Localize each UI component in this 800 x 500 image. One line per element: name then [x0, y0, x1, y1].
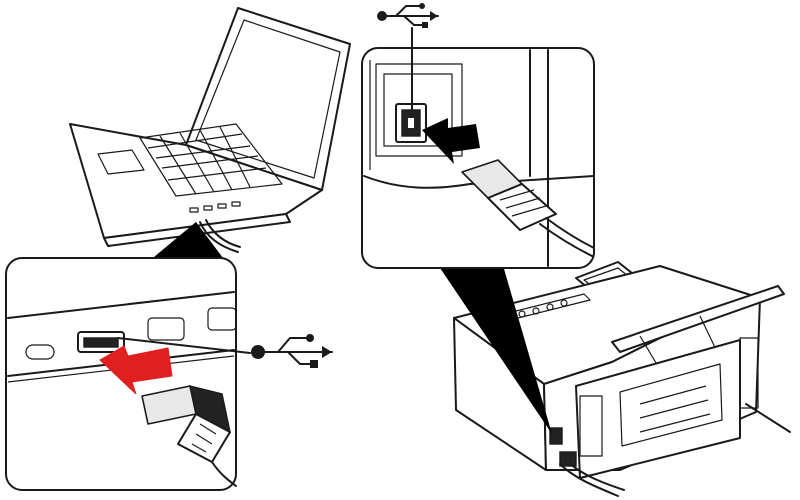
- red-insert-arrow-icon: [99, 345, 173, 395]
- usb-b-plug: [461, 159, 595, 257]
- black-insert-arrow-icon: [422, 118, 480, 164]
- round-port: [25, 344, 55, 360]
- power-cord: [745, 403, 791, 433]
- laptop-keyboard: [139, 123, 283, 197]
- laptop-side-ports: [189, 201, 241, 213]
- other-port: [147, 317, 185, 341]
- printer-callout-frame: [361, 47, 595, 269]
- laptop: [69, 7, 351, 253]
- usb-trident-icon: [377, 3, 439, 28]
- printer-port-callout: [361, 27, 595, 269]
- usb-a-plug: [141, 385, 237, 487]
- printer-zoom-wedge: [436, 262, 552, 434]
- printer-rear-panel: [575, 339, 741, 479]
- laptop-cable: [199, 221, 239, 253]
- laptop-port-callout: [5, 257, 251, 491]
- usb-port-printer: [549, 427, 563, 445]
- laptop-trackpad: [97, 149, 145, 175]
- output-arm: [611, 285, 785, 353]
- usb-trident-icon: [251, 334, 333, 368]
- laptop-screen: [195, 19, 341, 179]
- laptop-pointer-line: [117, 337, 251, 354]
- usb-b-port: [395, 103, 427, 143]
- printer-cable: [559, 463, 619, 497]
- laptop-zoom-wedge: [148, 222, 226, 262]
